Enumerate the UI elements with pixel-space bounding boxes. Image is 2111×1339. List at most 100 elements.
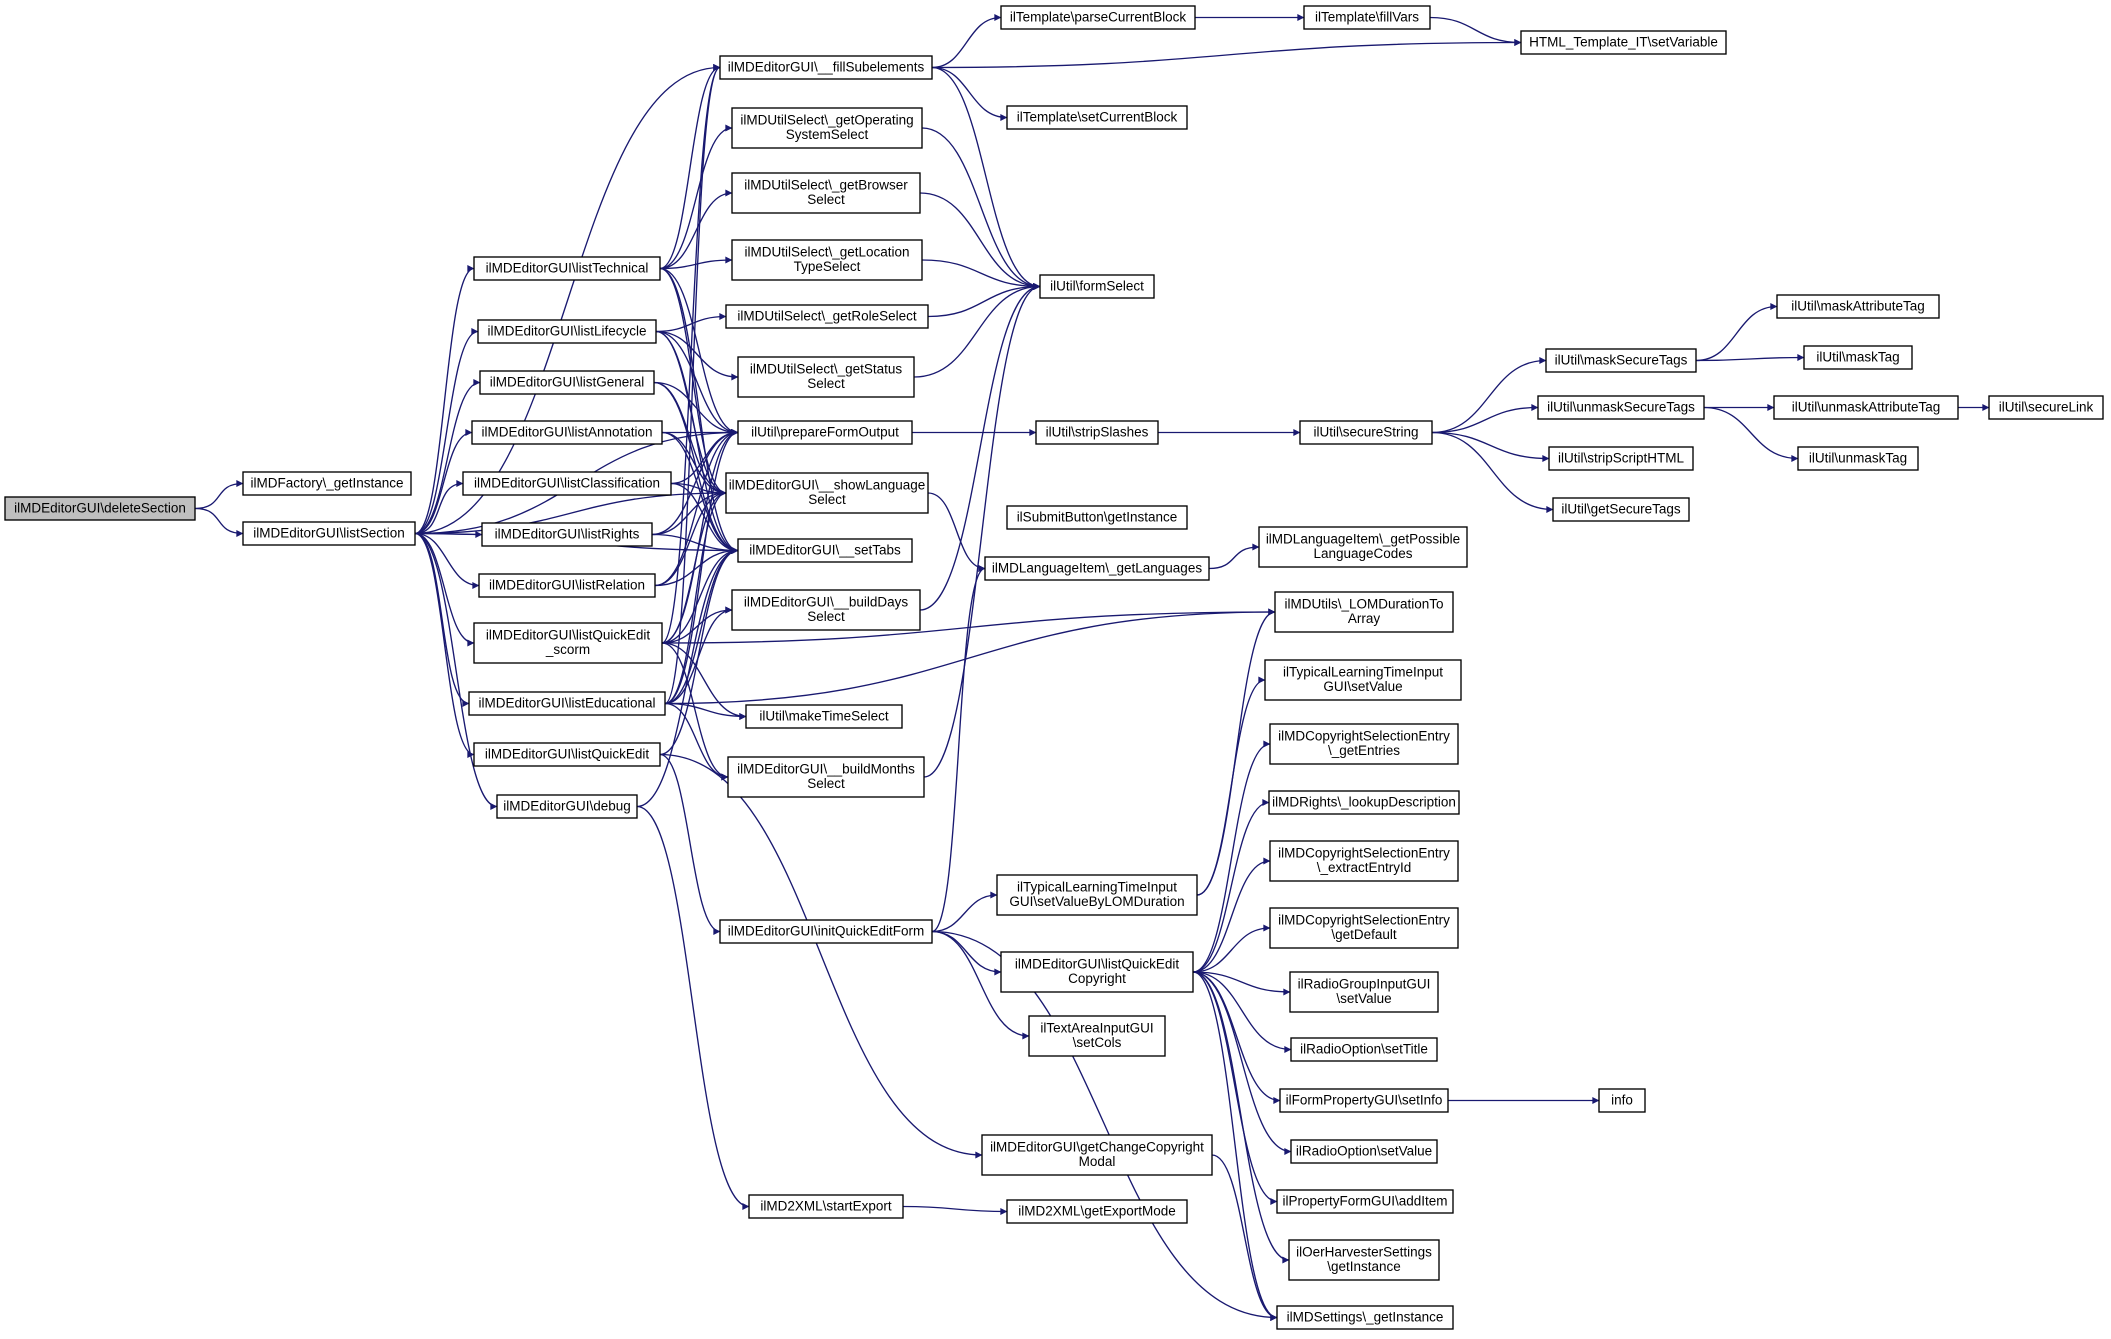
call-edge xyxy=(664,64,721,705)
node-radio-option-set-value[interactable]: ilRadioOption\setValue xyxy=(1290,1139,1438,1164)
node-unmask-secure-tags[interactable]: ilUtil\unmaskSecureTags xyxy=(1537,395,1705,420)
node-mask-tag[interactable]: ilUtil\maskTag xyxy=(1803,345,1913,370)
node-tpl-set-current-block[interactable]: ilTemplate\setCurrentBlock xyxy=(1006,105,1188,130)
node-unmask-attribute-tag[interactable]: ilUtil\unmaskAttributeTag xyxy=(1773,395,1959,420)
node-secure-string[interactable]: ilUtil\secureString xyxy=(1299,420,1433,445)
node-strip-slashes[interactable]: ilUtil\stripSlashes xyxy=(1035,420,1159,445)
call-edge xyxy=(931,14,1002,69)
node-box xyxy=(737,420,913,445)
node-label: ilUtil\unmaskTag xyxy=(1809,450,1907,465)
node-label: ilUtil\stripSlashes xyxy=(1046,424,1149,439)
node-mask-secure-tags[interactable]: ilUtil\maskSecureTags xyxy=(1545,348,1697,373)
node-radio-option-set-title[interactable]: ilRadioOption\setTitle xyxy=(1290,1037,1438,1062)
node-form-select[interactable]: ilUtil\formSelect xyxy=(1039,274,1155,299)
node-fill-subelements[interactable]: ilMDEditorGUI\__fillSubelements xyxy=(719,55,933,80)
node-submit-button-get-instance[interactable]: ilSubmitButton\getInstance xyxy=(1006,505,1188,530)
node-list-lifecycle[interactable]: ilMDEditorGUI\listLifecycle xyxy=(477,319,657,344)
node-secure-link[interactable]: ilUtil\secureLink xyxy=(1988,395,2104,420)
node-list-relation[interactable]: ilMDEditorGUI\listRelation xyxy=(478,573,656,598)
node-box xyxy=(1269,840,1459,882)
node-list-section[interactable]: ilMDEditorGUI\listSection xyxy=(242,521,416,546)
node-label: ilUtil\maskSecureTags xyxy=(1555,352,1688,367)
call-edge xyxy=(1431,404,1539,434)
node-label: ilMDEditorGUI\listRelation xyxy=(489,577,645,592)
node-label: HTML_Template_IT\setVariable xyxy=(1529,34,1718,49)
node-box xyxy=(1288,1239,1440,1281)
node-label: ilMDEditorGUI\listEducational xyxy=(478,695,655,710)
node-rights-lookup-description[interactable]: ilMDRights\_lookupDescription xyxy=(1268,790,1460,815)
node-label: _scorm xyxy=(545,642,590,657)
node-debug[interactable]: ilMDEditorGUI\debug xyxy=(496,794,638,819)
node-mask-attribute-tag[interactable]: ilUtil\maskAttributeTag xyxy=(1776,294,1940,319)
node-property-form-add-item[interactable]: ilPropertyFormGUI\addItem xyxy=(1276,1189,1454,1214)
node-delete-section[interactable]: ilMDEditorGUI\deleteSection xyxy=(4,496,196,521)
node-textarea-set-cols[interactable]: ilTextAreaInputGUI\setCols xyxy=(1028,1015,1166,1057)
node-md2xml-get-export-mode[interactable]: ilMD2XML\getExportMode xyxy=(1006,1199,1188,1224)
node-label: GUI\setValue xyxy=(1323,679,1402,694)
node-unmask-tag[interactable]: ilUtil\unmaskTag xyxy=(1797,446,1919,471)
node-get-role-select[interactable]: ilMDUtilSelect\_getRoleSelect xyxy=(725,304,929,329)
node-box xyxy=(462,471,672,496)
node-copyright-get-default[interactable]: ilMDCopyrightSelectionEntry\getDefault xyxy=(1269,907,1459,949)
node-tpl-parse-current-block[interactable]: ilTemplate\parseCurrentBlock xyxy=(1000,5,1196,30)
node-radio-group-set-value[interactable]: ilRadioGroupInputGUI\setValue xyxy=(1289,971,1439,1013)
node-copyright-extract-entry-id[interactable]: ilMDCopyrightSelectionEntry\_extractEntr… xyxy=(1269,840,1459,882)
node-tlt-set-value-by-lom[interactable]: ilTypicalLearningTimeInputGUI\setValueBy… xyxy=(996,874,1198,916)
node-list-rights[interactable]: ilMDEditorGUI\listRights xyxy=(481,522,653,547)
node-strip-script-html[interactable]: ilUtil\stripScriptHTML xyxy=(1548,446,1694,471)
node-label: \getInstance xyxy=(1327,1259,1401,1274)
node-box xyxy=(479,370,655,395)
call-edge xyxy=(664,608,1276,705)
node-box xyxy=(731,589,921,631)
call-edge xyxy=(636,805,750,1210)
node-label: SystemSelect xyxy=(786,127,869,142)
node-label: ilMDEditorGUI\listSection xyxy=(253,525,405,540)
node-list-classification[interactable]: ilMDEditorGUI\listClassification xyxy=(462,471,672,496)
node-get-secure-tags[interactable]: ilUtil\getSecureTags xyxy=(1552,497,1690,522)
node-label: ilTypicalLearningTimeInput xyxy=(1017,880,1177,895)
node-box xyxy=(1299,420,1433,445)
node-box xyxy=(1258,526,1468,568)
node-list-quick-edit-scorm[interactable]: ilMDEditorGUI\listQuickEdit_scorm xyxy=(473,622,663,664)
node-list-quick-edit[interactable]: ilMDEditorGUI\listQuickEdit xyxy=(473,742,661,767)
node-set-tabs[interactable]: ilMDEditorGUI\__setTabs xyxy=(737,538,913,563)
call-edge xyxy=(659,64,721,270)
node-label: ilRadioOption\setTitle xyxy=(1300,1041,1428,1056)
node-make-time-select[interactable]: ilUtil\makeTimeSelect xyxy=(745,704,903,729)
node-box xyxy=(1274,591,1454,633)
node-language-item-possible-codes[interactable]: ilMDLanguageItem\_getPossibleLanguageCod… xyxy=(1258,526,1468,568)
node-language-item-get-languages[interactable]: ilMDLanguageItem\_getLanguages xyxy=(984,556,1210,581)
node-html-tpl-set-variable[interactable]: HTML_Template_IT\setVariable xyxy=(1520,30,1727,55)
node-info[interactable]: info xyxy=(1598,1088,1646,1113)
node-list-general[interactable]: ilMDEditorGUI\listGeneral xyxy=(479,370,655,395)
node-factory-get-instance[interactable]: ilMDFactory\_getInstance xyxy=(242,471,412,496)
node-list-technical[interactable]: ilMDEditorGUI\listTechnical xyxy=(473,256,661,281)
node-box xyxy=(1028,1015,1166,1057)
node-md-settings-get-instance[interactable]: ilMDSettings\_getInstance xyxy=(1276,1305,1454,1330)
node-init-quick-edit-form[interactable]: ilMDEditorGUI\initQuickEditForm xyxy=(719,919,933,944)
call-edge xyxy=(1192,971,1281,1104)
node-prepare-form-output[interactable]: ilUtil\prepareFormOutput xyxy=(737,420,913,445)
node-oer-harvester-get-instance[interactable]: ilOerHarvesterSettings\getInstance xyxy=(1288,1239,1440,1281)
node-tpl-fill-vars[interactable]: ilTemplate\fillVars xyxy=(1303,5,1431,30)
call-edge xyxy=(664,489,727,705)
call-edge xyxy=(655,330,739,381)
call-edge xyxy=(927,492,986,572)
node-label: ilMDCopyrightSelectionEntry xyxy=(1278,846,1450,861)
node-md2xml-start-export[interactable]: ilMD2XML\startExport xyxy=(748,1194,904,1219)
node-form-property-set-info[interactable]: ilFormPropertyGUI\setInfo xyxy=(1279,1088,1449,1113)
node-list-educational[interactable]: ilMDEditorGUI\listEducational xyxy=(468,691,666,716)
node-copyright-get-entries[interactable]: ilMDCopyrightSelectionEntry\_getEntries xyxy=(1269,723,1459,765)
node-list-annotation[interactable]: ilMDEditorGUI\listAnnotation xyxy=(471,420,663,445)
